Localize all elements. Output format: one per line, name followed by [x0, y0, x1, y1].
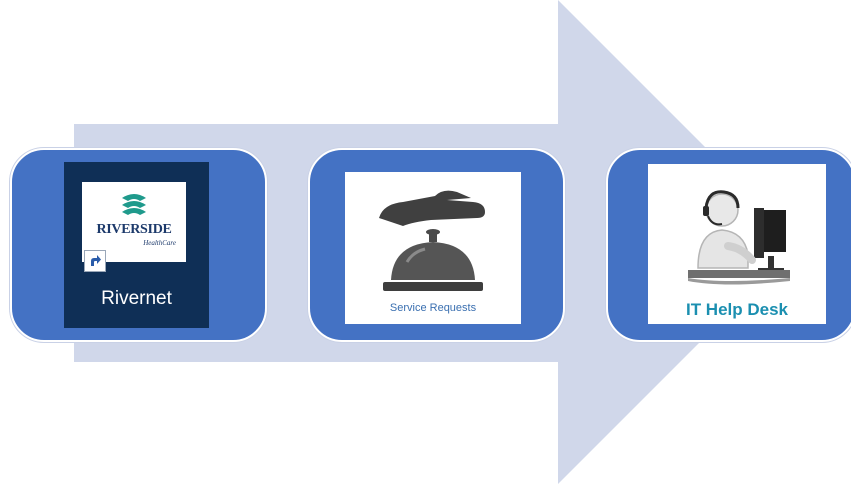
- shortcut-arrow-icon: [84, 250, 106, 272]
- logo-subtitle: HealthCare: [143, 239, 176, 247]
- service-requests-tile[interactable]: Service Requests: [345, 172, 521, 324]
- it-help-desk-tile[interactable]: IT Help Desk: [648, 164, 826, 324]
- service-requests-label: Service Requests: [389, 302, 477, 314]
- service-bell-icon: [379, 190, 485, 291]
- riverside-logo: RIVERSIDE HealthCare: [82, 182, 186, 262]
- step-rivernet: RIVERSIDE HealthCare Rivernet: [10, 148, 267, 342]
- rivernet-label: Rivernet: [101, 288, 172, 309]
- it-help-desk-label: IT Help Desk: [685, 300, 789, 319]
- riverside-logo-icon: [122, 194, 146, 215]
- logo-name: RIVERSIDE: [96, 222, 172, 237]
- step-it-help-desk: IT Help Desk: [606, 148, 851, 342]
- help-desk-person-icon: [688, 190, 790, 285]
- step-service-requests: Service Requests: [308, 148, 565, 342]
- rivernet-shortcut[interactable]: RIVERSIDE HealthCare Rivernet: [64, 162, 209, 328]
